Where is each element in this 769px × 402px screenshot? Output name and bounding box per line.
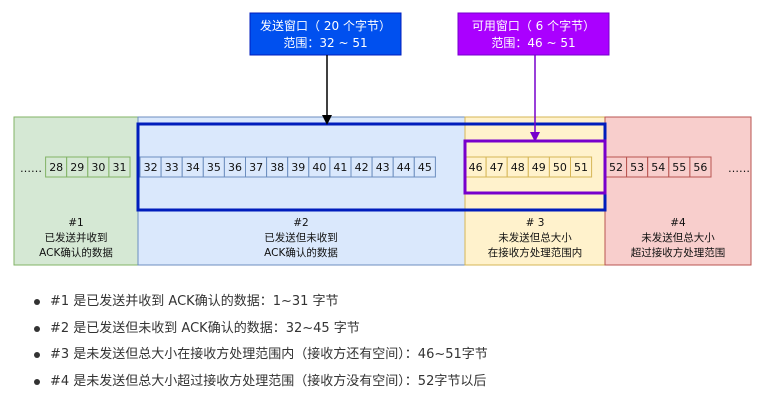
svg-text:#2: #2 xyxy=(293,217,308,229)
byte-cell-label: 44 xyxy=(397,161,411,174)
region-4-cells: 52 53 54 55 56 xyxy=(605,156,712,178)
region-1-background xyxy=(13,116,139,266)
byte-cell xyxy=(689,156,712,178)
byte-cell-label: 35 xyxy=(207,161,221,174)
byte-cell-label: 31 xyxy=(113,161,127,174)
byte-cell xyxy=(570,156,593,178)
legend-text: #4 是未发送但总大小超过接收方处理范围（接收方没有空间）：52字节以后 xyxy=(50,373,487,389)
region-3-cells: 46 47 48 49 50 51 xyxy=(464,156,593,178)
legend-item: #4 是未发送但总大小超过接收方处理范围（接收方没有空间）：52字节以后 xyxy=(30,372,488,399)
byte-cell-label: 49 xyxy=(532,161,546,174)
byte-cell-label: 54 xyxy=(651,161,665,174)
region-1-label: #1 已发送并收到 ACK确认的数据 xyxy=(39,217,113,259)
byte-cell-label: 38 xyxy=(270,161,284,174)
byte-cell-label: 39 xyxy=(291,161,305,174)
byte-cell-label: 34 xyxy=(186,161,200,174)
region-4-background xyxy=(604,116,752,266)
region-1-cells: 28 29 30 31 xyxy=(45,156,131,178)
region-2-background xyxy=(137,116,466,266)
byte-cell-label: 56 xyxy=(693,161,707,174)
legend-text: #3 是未发送但总大小在接收方处理范围内（接收方还有空间）：46~51字节 xyxy=(50,347,488,362)
sliding-window-diagram: …… …… 28 29 30 31 32 33 34 35 36 37 38 39 40 41 42 43 4… xyxy=(13,12,752,266)
byte-cell-label: 37 xyxy=(249,161,263,174)
send-window-title: 发送窗口（ 20 个字节） xyxy=(260,18,391,33)
svg-text:在接收方处理范围内: 在接收方处理范围内 xyxy=(488,246,583,259)
send-window-callout: 发送窗口（ 20 个字节） 范围：32 ~ 51 xyxy=(249,12,402,125)
legend-item: #1 是已发送并收到 ACK确认的数据：1~31 字节 xyxy=(30,292,488,319)
byte-cell-label: 41 xyxy=(333,161,347,174)
byte-cell xyxy=(108,156,131,178)
bullet-icon xyxy=(34,299,40,305)
byte-cell-label: 55 xyxy=(672,161,686,174)
svg-text:# 3: # 3 xyxy=(526,217,545,229)
svg-text:ACK确认的数据: ACK确认的数据 xyxy=(264,246,338,259)
svg-text:超过接收方处理范围: 超过接收方处理范围 xyxy=(631,246,726,259)
region-2-label: #2 已发送但未收到 ACK确认的数据 xyxy=(264,217,338,259)
byte-cell-label: 33 xyxy=(165,161,179,174)
send-window-range: 范围：32 ~ 51 xyxy=(283,36,367,50)
byte-cell-label: 36 xyxy=(228,161,242,174)
usable-window-title: 可用窗口（ 6 个字节） xyxy=(472,18,595,33)
byte-cell-label: 53 xyxy=(630,161,644,174)
byte-cell-label: 32 xyxy=(144,161,158,174)
byte-cell xyxy=(413,156,436,178)
byte-cell-label: 52 xyxy=(609,161,623,174)
usable-window-range: 范围：46 ~ 51 xyxy=(491,36,575,50)
byte-cell-label: 30 xyxy=(91,161,105,174)
byte-cell-label: 46 xyxy=(469,161,483,174)
byte-cell-label: 45 xyxy=(418,161,432,174)
bullet-icon xyxy=(34,352,40,358)
byte-cell-label: 40 xyxy=(312,161,326,174)
region-2-cells: 32 33 34 35 36 37 38 39 40 41 42 43 44 45 xyxy=(139,156,436,178)
byte-cell-label: 51 xyxy=(574,161,588,174)
byte-cell-label: 50 xyxy=(553,161,567,174)
legend-text: #2 是已发送但未收到 ACK确认的数据：32~45 字节 xyxy=(50,320,360,336)
byte-cell-label: 48 xyxy=(511,161,525,174)
byte-cell-label: 47 xyxy=(490,161,504,174)
legend-item: #2 是已发送但未收到 ACK确认的数据：32~45 字节 xyxy=(30,319,488,346)
legend-text: #1 是已发送并收到 ACK确认的数据：1~31 字节 xyxy=(50,294,339,309)
bullet-icon xyxy=(34,378,40,385)
byte-cell-label: 28 xyxy=(49,161,63,174)
svg-text:已发送并收到: 已发送并收到 xyxy=(45,231,108,244)
byte-cell-label: 43 xyxy=(376,161,390,174)
region-3-label: # 3 未发送但总大小 在接收方处理范围内 xyxy=(488,217,583,259)
svg-text:未发送但总大小: 未发送但总大小 xyxy=(641,231,715,244)
svg-text:ACK确认的数据: ACK确认的数据 xyxy=(39,246,113,259)
bullet-icon xyxy=(34,325,40,332)
legend-item: #3 是未发送但总大小在接收方处理范围内（接收方还有空间）：46~51字节 xyxy=(30,345,488,372)
svg-text:已发送但未收到: 已发送但未收到 xyxy=(264,231,338,244)
svg-text:未发送但总大小: 未发送但总大小 xyxy=(498,231,572,244)
left-ellipsis: …… xyxy=(20,162,42,175)
usable-window-box xyxy=(457,12,610,56)
send-window-box xyxy=(249,12,402,56)
svg-text:#1: #1 xyxy=(68,217,83,229)
usable-window-callout: 可用窗口（ 6 个字节） 范围：46 ~ 51 xyxy=(457,12,610,142)
byte-cell-label: 42 xyxy=(355,161,369,174)
byte-cell-label: 29 xyxy=(70,161,84,174)
region-4-label: #4 未发送但总大小 超过接收方处理范围 xyxy=(631,217,726,259)
right-ellipsis: …… xyxy=(728,162,750,175)
legend-list: #1 是已发送并收到 ACK确认的数据：1~31 字节 #2 是已发送但未收到 … xyxy=(30,292,488,398)
svg-text:#4: #4 xyxy=(670,217,686,229)
